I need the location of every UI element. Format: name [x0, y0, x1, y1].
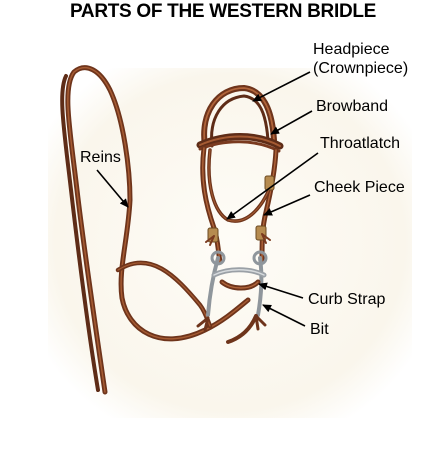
label-curb-strap: Curb Strap — [308, 291, 386, 308]
label-headpiece-line1: Headpiece — [313, 41, 390, 58]
arrow-reins — [96, 169, 129, 208]
label-throatlatch: Throatlatch — [320, 135, 401, 152]
label-browband: Browband — [316, 98, 389, 115]
photo-backdrop — [48, 68, 412, 418]
label-headpiece: Headpiece (Crownpiece) — [313, 40, 408, 78]
label-reins: Reins — [80, 149, 121, 166]
arrow-cheek-piece — [263, 194, 311, 216]
callout-arrows — [96, 71, 319, 327]
arrow-bit — [262, 304, 306, 327]
arrow-headpiece — [252, 71, 311, 102]
arrow-curb-strap — [258, 282, 304, 299]
reins — [60, 65, 251, 395]
bit-assembly — [196, 250, 268, 344]
diagram-title: PARTS OF THE WESTERN BRIDLE — [69, 1, 377, 22]
label-headpiece-line2: (Crownpiece) — [313, 60, 409, 77]
arrow-browband — [270, 110, 313, 135]
label-cheek-piece: Cheek Piece — [314, 179, 405, 196]
arrow-throatlatch — [226, 152, 319, 220]
label-bit: Bit — [310, 321, 329, 338]
